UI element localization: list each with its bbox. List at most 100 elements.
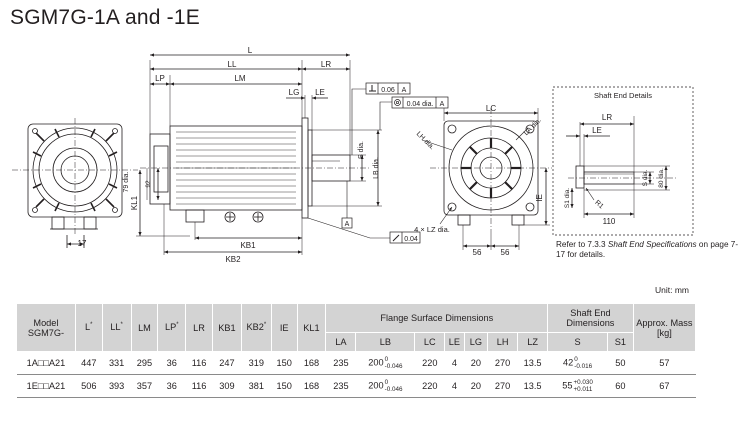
cell-LL: 393	[102, 374, 132, 398]
cell-LC: 220	[414, 374, 445, 398]
dim-LB-dia: LB dia.	[373, 157, 380, 179]
cell-L: 506	[75, 374, 103, 398]
dim-KB2: KB2	[225, 255, 241, 264]
cell-LL: 331	[102, 351, 132, 375]
unit-label: Unit: mm	[655, 285, 689, 295]
header-LM: LM	[130, 303, 159, 352]
motor-dimension-drawing: L LL LR LP LM LG LE KB1 KB2 KL1 79 dia. …	[12, 46, 694, 264]
header-LE: LE	[444, 332, 465, 352]
table-row: 1E□□A21 506 393 357 36 116 309 381 150 1…	[16, 374, 696, 398]
cell-LE: 4	[444, 351, 465, 375]
dim-LR: LR	[321, 60, 331, 69]
header-S: S	[547, 332, 609, 352]
header-LR: LR	[185, 303, 213, 352]
cell-KB2: 381	[241, 374, 272, 398]
shaft-detail-S-dia: S dia.	[642, 169, 649, 186]
header-LB: LB	[355, 332, 416, 352]
squareness-frame	[389, 231, 421, 244]
cell-LA: 235	[325, 351, 356, 375]
cell-KB2: 319	[241, 351, 272, 375]
shaft-detail-80-dia: 80 dia.	[658, 168, 665, 188]
dim-LC: LC	[486, 104, 496, 113]
shaft-end-detail	[552, 86, 694, 236]
header-KB2: KB2*	[240, 303, 272, 352]
cell-LM: 295	[131, 351, 158, 375]
front-flange-view	[421, 108, 552, 250]
header-LL: LL*	[101, 303, 132, 352]
cell-KL1: 168	[297, 351, 326, 375]
runout-frame	[365, 82, 411, 95]
shaft-detail-S1-dia: S1 dia.	[564, 188, 571, 208]
dim-LL: LL	[228, 60, 237, 69]
cell-model: 1A□□A21	[16, 351, 76, 375]
header-mass: Approx. Mass [kg]	[632, 303, 697, 352]
dim-56-left: 56	[473, 248, 482, 257]
cell-LE: 4	[444, 374, 465, 398]
shaft-detail-R1: R1	[593, 199, 604, 210]
header-shaft: Shaft End Dimensions	[547, 303, 634, 333]
datum-box	[341, 217, 353, 229]
cell-IE: 150	[271, 351, 298, 375]
cell-LB: 2000-0.046	[355, 374, 415, 398]
header-LG: LG	[463, 332, 489, 352]
gdt-runout-value: 0.06	[381, 87, 395, 94]
header-flange: Flange Surface Dimensions	[325, 303, 549, 333]
header-LP: LP*	[157, 303, 187, 352]
cell-LZ: 13.5	[517, 374, 548, 398]
cell-LP: 36	[157, 374, 186, 398]
header-KB1: KB1	[211, 303, 242, 352]
shaft-detail-110: 110	[603, 217, 616, 226]
dim-KB1: KB1	[240, 241, 256, 250]
cell-IE: 150	[271, 374, 298, 398]
dim-79: 79 dia.	[123, 171, 130, 192]
side-view	[136, 53, 392, 255]
header-LZ: LZ	[517, 332, 549, 352]
dimension-table: Model SGM7G- L* LL* LM LP* LR KB1 KB2* I…	[16, 303, 697, 398]
dim-92: 92	[145, 180, 152, 188]
cell-L: 447	[75, 351, 103, 375]
dim-KL1: KL1	[130, 195, 139, 210]
concentricity-frame	[391, 96, 449, 109]
header-LC: LC	[414, 332, 446, 352]
cell-LP: 36	[157, 351, 186, 375]
header-S1: S1	[607, 332, 634, 352]
header-L: L*	[74, 303, 103, 352]
cell-KL1: 168	[297, 374, 326, 398]
dim-S-dia: S dia.	[358, 141, 365, 159]
cell-S1: 50	[607, 351, 634, 375]
cell-LB: 2000-0.046	[355, 351, 415, 375]
cell-LR: 116	[185, 374, 213, 398]
dim-LE: LE	[315, 88, 325, 97]
header-IE: IE	[270, 303, 298, 352]
header-model: Model SGM7G-	[16, 303, 76, 352]
cell-S: 420-0.016	[547, 351, 608, 375]
cell-LG: 20	[464, 351, 488, 375]
cell-LM: 357	[131, 374, 158, 398]
shaft-end-note: Refer to 7.3.3 Shaft End Specifications …	[556, 240, 739, 259]
gdt-runout-datum: A	[402, 87, 407, 94]
shaft-detail-LE: LE	[592, 126, 602, 135]
shaft-end-specifications-ref: Shaft End Specifications	[607, 240, 697, 249]
cell-KB1: 247	[212, 351, 242, 375]
cell-S: 55+0.030+0.011	[547, 374, 608, 398]
gdt-concentricity-value: 0.04 dia.	[407, 101, 434, 108]
dim-17: 17	[78, 239, 87, 248]
shaft-detail-LR: LR	[602, 113, 612, 122]
rear-end-view	[12, 118, 138, 248]
header-LA: LA	[325, 332, 357, 352]
dim-L: L	[248, 46, 253, 55]
dim-LG: LG	[289, 88, 300, 97]
cell-LH: 270	[487, 351, 518, 375]
shaft-detail-title: Shaft End Details	[594, 91, 652, 100]
datum-A: A	[345, 221, 350, 228]
cell-LH: 270	[487, 374, 518, 398]
cell-S1: 60	[607, 374, 634, 398]
cell-LG: 20	[464, 374, 488, 398]
cell-LC: 220	[414, 351, 445, 375]
cell-LZ: 13.5	[517, 351, 548, 375]
gdt-concentricity-datum: A	[440, 101, 445, 108]
cell-LR: 116	[185, 351, 213, 375]
table-row: 1A□□A21 447 331 295 36 116 247 319 150 1…	[16, 351, 696, 375]
cell-LA: 235	[325, 374, 356, 398]
page-title: SGM7G-1A and -1E	[10, 6, 200, 29]
